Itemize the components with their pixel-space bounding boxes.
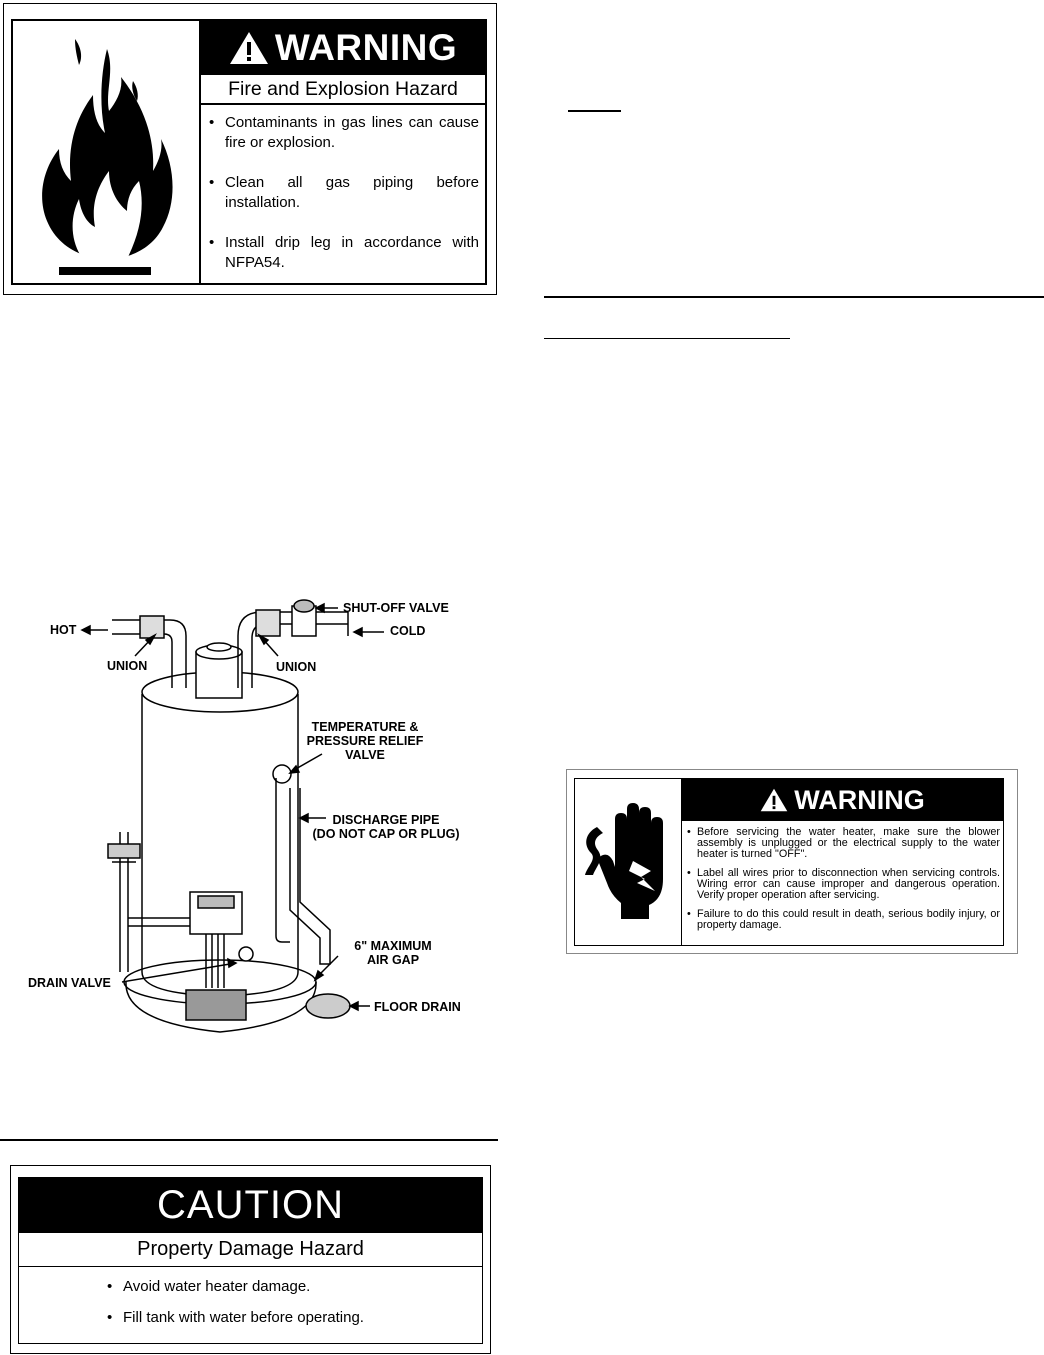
note-underline [568, 110, 621, 112]
water-heater-illustration [80, 599, 384, 1033]
label-air-gap: 6" MAXIMUM AIR GAP [354, 939, 432, 967]
fire-warning-title: WARNING [274, 27, 458, 68]
caution-subtitle: Property Damage Hazard [19, 1233, 482, 1267]
heading-underline [544, 338, 790, 339]
caution-list: Avoid water heater damage. Fill tank wit… [107, 1277, 467, 1339]
water-heater-diagram: HOT UNION UNION SHUT-OFF VALVE COLD TEMP… [0, 592, 500, 1082]
label-shutoff-valve: SHUT-OFF VALVE [343, 601, 449, 615]
label-union-right: UNION [276, 660, 317, 674]
fire-warning-frame [3, 3, 497, 295]
electrical-warning-frame [566, 769, 1018, 954]
fire-warning-list: Contaminants in gas lines can cause fire… [209, 113, 479, 293]
electrical-warning-bullet: Before servicing the water heater, make … [687, 827, 1000, 860]
caution-bullet: Avoid water heater damage. [107, 1277, 467, 1297]
label-hot: HOT [50, 623, 77, 637]
label-floor-drain: FLOOR DRAIN [374, 1000, 461, 1014]
fire-warning-label: WARNING Fire and Explosion Hazard Contam… [11, 19, 487, 285]
electrical-warning-header: WARNING [682, 779, 1003, 821]
fire-warning-bullet: Install drip leg in accordance with NFPA… [209, 233, 479, 273]
section-divider-left [0, 1139, 498, 1141]
electrical-warning-title: WARNING [794, 784, 925, 815]
label-discharge-pipe: DISCHARGE PIPE (DO NOT CAP OR PLUG) [312, 813, 460, 841]
electrical-pictogram [575, 779, 682, 945]
fire-warning-header: WARNING [201, 21, 485, 75]
label-union-left: UNION [107, 659, 148, 673]
electrical-warning-list: Before servicing the water heater, make … [687, 827, 1000, 939]
electrical-warning-label: WARNING Before servicing the water heate… [574, 778, 1004, 946]
section-divider-right [544, 296, 1044, 298]
electrical-warning-bullet: Label all wires prior to disconnection w… [687, 868, 1000, 901]
label-cold: COLD [390, 624, 426, 638]
alert-triangle-icon [760, 788, 788, 812]
label-drain-valve: DRAIN VALVE [28, 976, 111, 990]
electric-shock-hand-icon [585, 803, 663, 919]
fire-warning-subtitle: Fire and Explosion Hazard [201, 75, 485, 105]
caution-frame [10, 1165, 491, 1354]
fire-pictogram [13, 21, 201, 283]
fire-warning-bullet: Clean all gas piping before installation… [209, 173, 479, 213]
electrical-warning-bullet: Failure to do this could result in death… [687, 909, 1000, 931]
caution-header: CAUTION [19, 1178, 482, 1233]
fire-warning-bullet: Contaminants in gas lines can cause fire… [209, 113, 479, 153]
caution-label: CAUTION Property Damage Hazard Avoid wat… [18, 1177, 483, 1344]
flame-icon [42, 39, 173, 275]
alert-triangle-icon [229, 32, 268, 64]
label-tp-valve: TEMPERATURE & PRESSURE RELIEF VALVE [306, 720, 424, 762]
caution-bullet: Fill tank with water before operating. [107, 1308, 467, 1328]
